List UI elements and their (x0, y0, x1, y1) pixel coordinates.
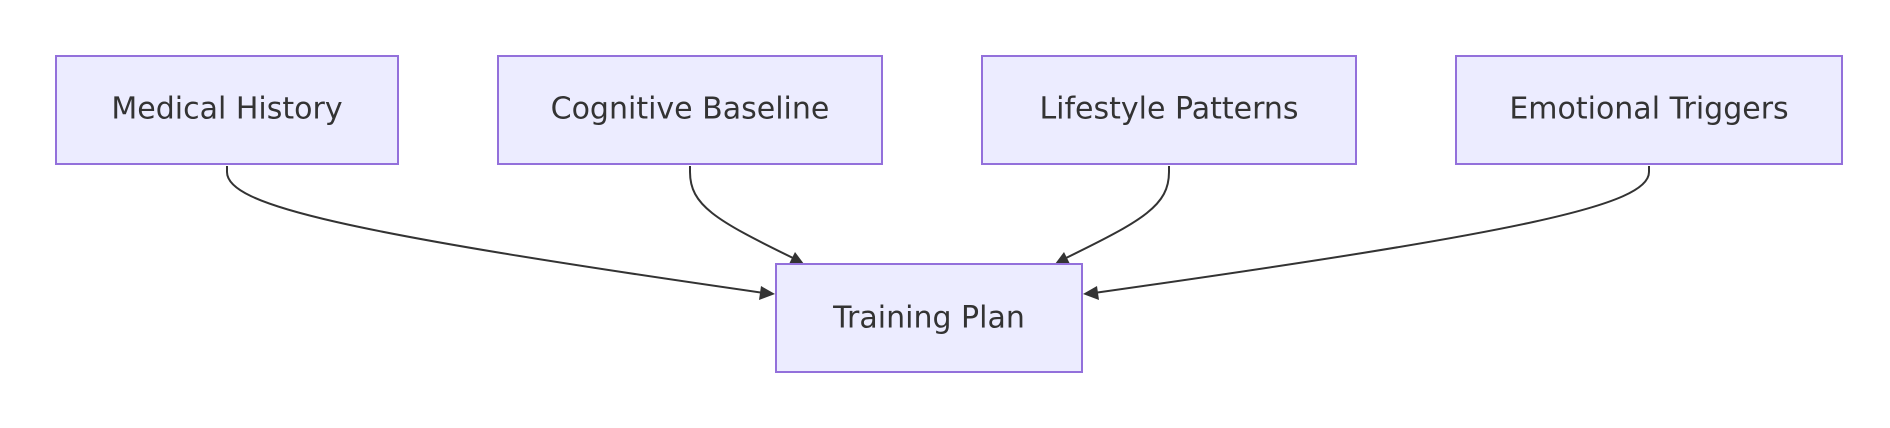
edge-line (1093, 166, 1650, 294)
node-box (775, 263, 1083, 373)
arrow-head-icon (789, 252, 804, 264)
edge-line (689, 166, 794, 259)
arrow-head-icon (1083, 286, 1099, 300)
node-medical-history[interactable]: Medical History (55, 55, 399, 165)
arrow-head-icon (1055, 252, 1070, 264)
node-label: Emotional Triggers (1509, 92, 1788, 127)
node-box (497, 55, 883, 165)
edge-medical-history-to-training-plan (226, 166, 775, 300)
node-box (981, 55, 1357, 165)
node-label: Medical History (111, 92, 342, 127)
node-lifestyle-patterns[interactable]: Lifestyle Patterns (981, 55, 1357, 165)
edge-cognitive-baseline-to-training-plan (689, 166, 804, 264)
edge-emotional-triggers-to-training-plan (1083, 166, 1650, 300)
node-box (55, 55, 399, 165)
node-label: Lifestyle Patterns (1039, 92, 1298, 127)
edge-lifestyle-patterns-to-training-plan (1055, 166, 1170, 264)
node-emotional-triggers[interactable]: Emotional Triggers (1455, 55, 1843, 165)
node-label: Training Plan (832, 301, 1025, 336)
edge-line (226, 166, 765, 294)
edge-line (1065, 166, 1170, 259)
node-label: Cognitive Baseline (551, 92, 830, 127)
node-training-plan[interactable]: Training Plan (775, 263, 1083, 373)
node-cognitive-baseline[interactable]: Cognitive Baseline (497, 55, 883, 165)
node-box (1455, 55, 1843, 165)
arrow-head-icon (759, 286, 775, 300)
edges (226, 166, 1650, 300)
